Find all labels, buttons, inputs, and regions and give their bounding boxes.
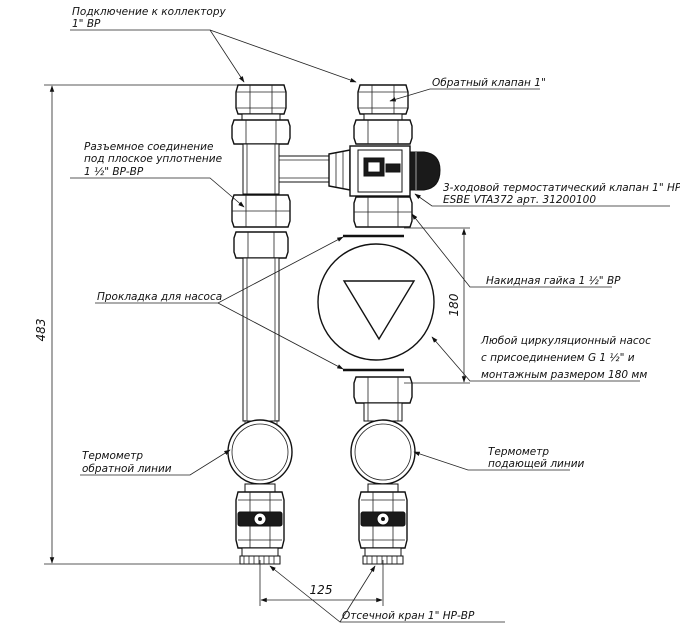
dimension-height: 483 (34, 84, 240, 565)
label-union-line2: под плоское уплотнение (84, 153, 222, 165)
supply-line (317, 84, 441, 565)
label-collector-line2: 1" ВР (72, 18, 101, 30)
label-union-nut: Накидная гайка 1 ½" ВР (486, 275, 621, 287)
thermostatic-valve (328, 145, 441, 197)
label-collector-line1: Подключение к коллектору (72, 6, 226, 18)
dimension-pump-length: 180 (404, 227, 470, 384)
supply-ball-valve (358, 483, 408, 565)
label-thermo-supply-line2: подающей линии (488, 458, 585, 470)
label-pump-line1: Любой циркуляционный насос (480, 335, 651, 347)
dimension-spacing: 125 (259, 560, 384, 606)
label-thermo-valve-line1: 3-ходовой термостатический клапан 1" НР (443, 182, 680, 194)
return-top-coupling (231, 84, 291, 145)
dimension-pump-length-label: 180 (447, 293, 461, 316)
circulation-pump (317, 243, 435, 361)
bypass-pipe (278, 155, 330, 183)
label-shutoff: Отсечной кран 1" НР-ВР (342, 610, 475, 622)
label-thermo-return-line1: Термометр (82, 450, 143, 462)
supply-lower-union (353, 376, 413, 422)
supply-top-coupling (353, 84, 413, 145)
leader-lines (70, 29, 670, 623)
dimension-spacing-label: 125 (310, 583, 333, 597)
dimension-height-label: 483 (34, 319, 48, 342)
label-check-valve: Обратный клапан 1" (432, 77, 546, 89)
label-thermo-valve-line2: ESBE VTA372 арт. 31200100 (443, 194, 596, 206)
label-union-line1: Разъемное соединение (84, 141, 213, 153)
return-line (227, 84, 330, 565)
return-pipe (242, 257, 280, 422)
label-thermo-return-line2: обратной линии (82, 463, 172, 475)
return-ball-valve (235, 483, 285, 565)
return-thermometer (227, 419, 293, 485)
label-thermo-supply-line1: Термометр (488, 446, 549, 458)
supply-union-nut (353, 196, 413, 228)
return-tee (242, 143, 280, 195)
label-pump-gasket: Прокладка для насоса (97, 291, 222, 303)
supply-thermometer (350, 419, 416, 485)
return-union (231, 194, 291, 259)
label-union-line3: 1 ½" ВР-ВР (84, 166, 144, 178)
label-pump-line3: монтажным размером 180 мм (481, 369, 647, 381)
label-pump-line2: с присоединением G 1 ½" и (481, 352, 635, 364)
callout-labels: Подключение к коллектору 1" ВР Обратный … (72, 6, 680, 622)
